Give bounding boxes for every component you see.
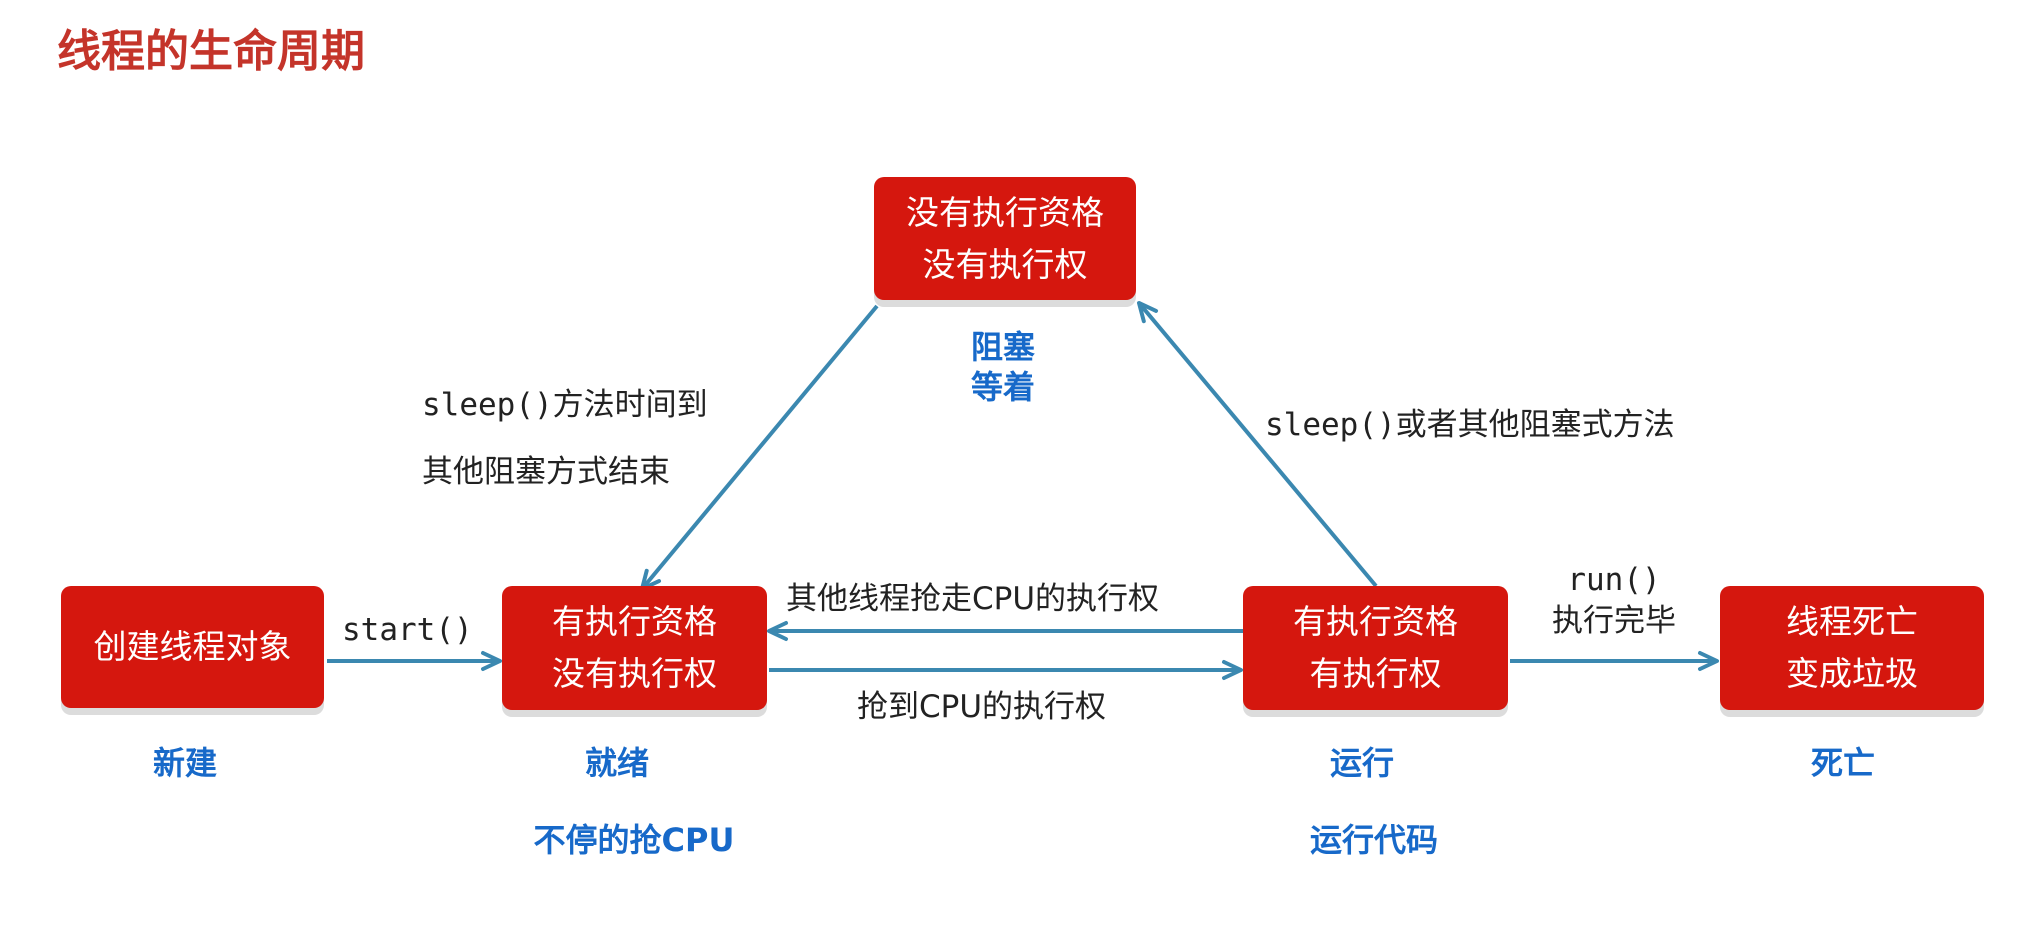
transition-label-run-finished: 执行完毕 bbox=[1552, 603, 1676, 639]
dead-line-2: 变成垃圾 bbox=[1786, 654, 1918, 693]
state-box-ready: 有执行资格 没有执行权 bbox=[502, 586, 767, 710]
blocked-line-2: 没有执行权 bbox=[922, 244, 1088, 284]
state-box-new: 创建线程对象 bbox=[61, 586, 324, 708]
transition-label-block-end: 其他阻塞方式结束 bbox=[422, 454, 670, 490]
running-line-1: 有执行资格 bbox=[1293, 602, 1458, 641]
state-box-running: 有执行资格 有执行权 bbox=[1243, 586, 1508, 710]
state-label-waiting: 等着 bbox=[970, 368, 1035, 406]
state-label-dead: 死亡 bbox=[1810, 744, 1875, 782]
state-label-ready-desc: 不停的抢CPU bbox=[533, 821, 735, 859]
transition-label-sleep-timeout: sleep()方法时间到 bbox=[422, 387, 708, 423]
dead-line-1: 线程死亡 bbox=[1786, 602, 1918, 641]
transition-label-to-blocked: sleep()或者其他阻塞式方法 bbox=[1265, 407, 1675, 443]
state-box-blocked: 没有执行资格 没有执行权 bbox=[874, 177, 1136, 300]
transition-label-run: run() bbox=[1567, 562, 1661, 598]
blocked-line-1: 没有执行资格 bbox=[906, 192, 1104, 232]
transition-label-cpu-acquired: 抢到CPU的执行权 bbox=[857, 689, 1107, 725]
transition-label-cpu-taken: 其他线程抢走CPU的执行权 bbox=[786, 581, 1160, 617]
state-label-blocked: 阻塞 bbox=[970, 328, 1035, 366]
new-text: 创建线程对象 bbox=[93, 627, 292, 666]
ready-line-2: 没有执行权 bbox=[552, 654, 717, 693]
arrow-blocked-to-ready bbox=[640, 304, 879, 591]
running-line-2: 有执行权 bbox=[1309, 654, 1442, 693]
transition-label-start: start() bbox=[342, 612, 473, 648]
state-label-new: 新建 bbox=[152, 744, 217, 782]
state-label-ready: 就绪 bbox=[584, 744, 649, 782]
state-label-running-desc: 运行代码 bbox=[1309, 821, 1438, 859]
arrow-running-to-blocked bbox=[1137, 301, 1378, 588]
page-title: 线程的生命周期 bbox=[57, 26, 365, 77]
state-box-dead: 线程死亡 变成垃圾 bbox=[1720, 586, 1984, 710]
state-label-running: 运行 bbox=[1329, 744, 1394, 782]
ready-line-1: 有执行资格 bbox=[552, 602, 717, 641]
